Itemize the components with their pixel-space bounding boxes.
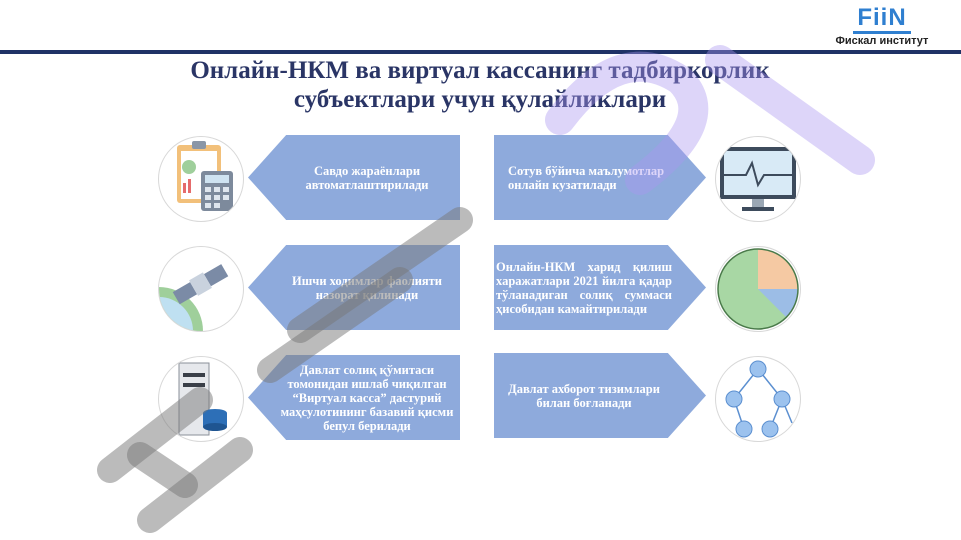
benefit-box: Давлат солиқ қўмитаси томонидан ишлаб чи…: [248, 355, 460, 440]
benefit-text: Давлат ахборот тизимлари билан боғланади: [508, 381, 660, 410]
benefit-text: Ишчи ходимлар фаолияти назорат қилинади: [292, 273, 442, 302]
calculator-clipboard-icon: [158, 136, 244, 222]
pie-chart-icon: [715, 246, 801, 332]
benefit-text: Давлат солиқ қўмитаси томонидан ишлаб чи…: [280, 362, 454, 433]
benefit-text: Онлайн-НКМ харид қилиш харажатлари 2021 …: [496, 259, 672, 316]
benefit-box: Ишчи ходимлар фаолияти назорат қилинади: [248, 245, 460, 330]
benefit-box: Сотув бўйича маълумотлар онлайн кузатила…: [494, 135, 706, 220]
monitor-pulse-icon: [715, 136, 801, 222]
satellite-icon: [158, 246, 244, 332]
logo-mark: FiiN: [853, 5, 911, 34]
title-line-2: субъектлари учун қулайликлари: [293, 86, 667, 113]
benefit-text: Сотув бўйича маълумотлар онлайн кузатила…: [508, 163, 665, 192]
fiin-logo: FiiN Фискал институт: [822, 5, 942, 49]
benefit-box: Савдо жараёнлари автоматлаштирилади: [248, 135, 460, 220]
page-title: Онлайн-НКМ ва виртуал кассанинг тадбирко…: [120, 56, 840, 114]
logo-subtitle: Фискал институт: [835, 35, 929, 47]
network-tree-icon: [715, 356, 801, 442]
benefit-box: Онлайн-НКМ харид қилиш харажатлари 2021 …: [494, 245, 706, 330]
benefit-box: Давлат ахборот тизимлари билан боғланади: [494, 353, 706, 438]
benefit-text: Савдо жараёнлари автоматлаштирилади: [305, 163, 429, 192]
title-line-1: Онлайн-НКМ ва виртуал кассанинг тадбирко…: [190, 57, 770, 84]
header-rule: [0, 50, 961, 54]
server-database-icon: [158, 356, 244, 442]
